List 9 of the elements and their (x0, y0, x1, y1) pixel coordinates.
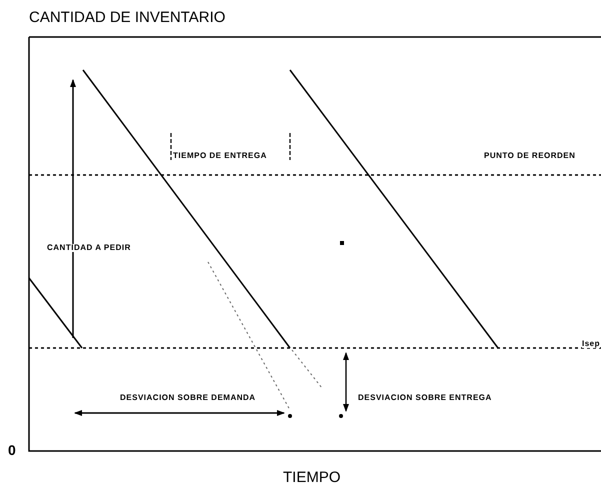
axis-title: CANTIDAD DE INVENTARIO (29, 10, 226, 25)
delivery-deviation-label: DESVIACION SOBRE ENTREGA (358, 394, 492, 402)
lead-time-label: TIEMPO DE ENTREGA (173, 152, 267, 160)
axis-origin-label: 0 (8, 443, 16, 457)
safety-stock-label: Isep (582, 340, 600, 348)
reorder-point-label: PUNTO DE REORDEN (484, 152, 576, 160)
demand-deviation-label: DESVIACION SOBRE DEMANDA (120, 394, 256, 402)
axis-title: TIEMPO (283, 470, 341, 485)
order-quantity-label: CANTIDAD A PEDIR (47, 244, 131, 252)
